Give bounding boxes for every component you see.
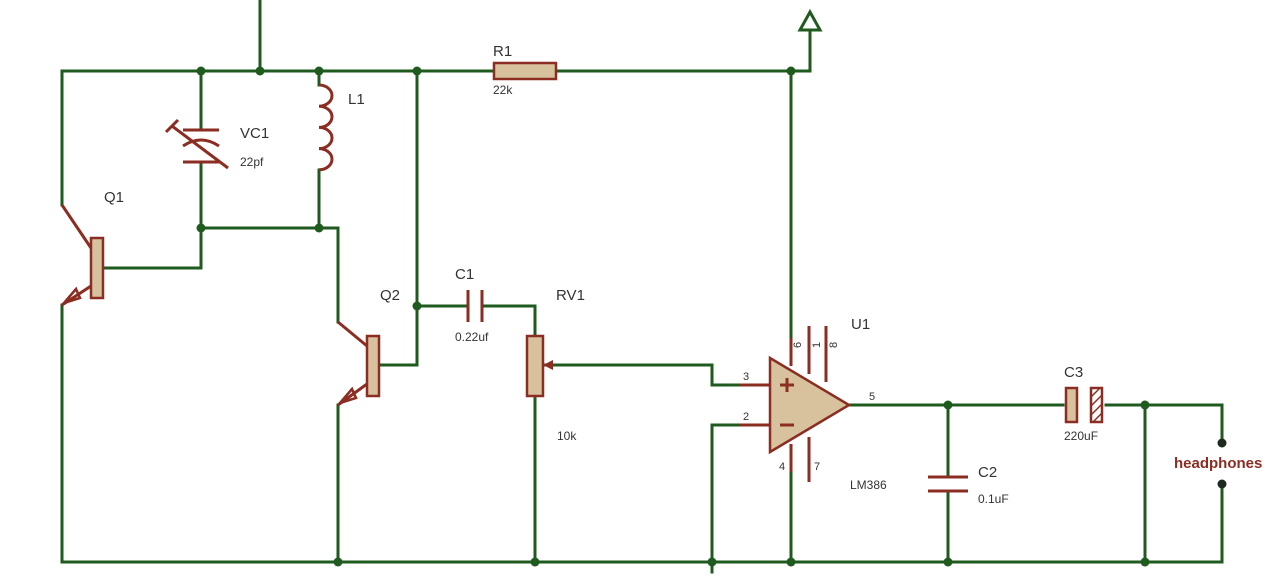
q1-emitter-arrow-icon <box>60 286 82 306</box>
u1-pin4-number: 4 <box>779 461 785 473</box>
c2-capacitor: C2 0.1uF <box>928 464 1009 506</box>
u1-pin8-number: 8 <box>828 342 840 348</box>
l1-coil <box>318 83 334 172</box>
junction-dot <box>943 557 953 567</box>
junction-dot <box>1140 400 1150 410</box>
r1-resistor: R1 22k <box>492 43 558 97</box>
c3-hatch <box>1092 412 1103 423</box>
junction-dot <box>255 66 265 76</box>
c2-value: 0.1uF <box>978 492 1009 506</box>
c3-hatch <box>1090 394 1103 407</box>
r1-body <box>492 61 558 81</box>
q2-transistor: Q2 <box>336 287 400 407</box>
c3-plate-left <box>1064 386 1079 424</box>
c3-hatch <box>1090 387 1101 398</box>
u1-pin2-number: 2 <box>743 411 749 423</box>
c1-value: 0.22uf <box>455 330 489 344</box>
junction-dot <box>196 223 206 233</box>
c3-label: C3 <box>1064 364 1083 381</box>
junction-dot <box>314 66 324 76</box>
u1-pin1-number: 1 <box>811 342 823 348</box>
rv1-body <box>525 334 545 398</box>
q1-base-bar <box>89 236 105 300</box>
vc1-plate-curve <box>182 138 220 148</box>
r1-value: 22k <box>493 83 513 97</box>
supply-arrow-icon <box>797 8 823 32</box>
junction-dot <box>196 66 206 76</box>
q2-emitter-arrow-icon <box>336 386 358 406</box>
pin2-ground-wire <box>710 423 772 574</box>
junction-dot <box>707 557 717 567</box>
rv1-wiper-arrow-icon <box>543 360 553 370</box>
headphones-label: headphones <box>1174 455 1262 472</box>
q1-label: Q1 <box>104 189 124 206</box>
c2-label: C2 <box>978 464 997 481</box>
r1-label: R1 <box>493 43 512 60</box>
q2-collector-lead <box>337 320 368 348</box>
rv1-potentiometer: RV1 10k <box>525 287 585 443</box>
junction-dot <box>786 66 796 76</box>
c3-capacitor: C3 220uF <box>1064 364 1104 443</box>
u1-part-number: LM386 <box>850 478 887 492</box>
rv1-value: 10k <box>557 429 577 443</box>
u1-pin7-number: 7 <box>814 461 820 473</box>
vc1-variable-capacitor: VC1 22pf <box>164 118 269 170</box>
junction-dot <box>412 301 422 311</box>
junction-dot <box>333 557 343 567</box>
junction-dot <box>530 557 540 567</box>
junction-dot <box>1140 557 1150 567</box>
rv1-label: RV1 <box>556 287 585 304</box>
q2-base-bar <box>365 334 381 398</box>
headphones-terminal-bottom <box>1217 479 1227 489</box>
u1-pin5-number: 5 <box>869 391 875 403</box>
junctions <box>196 66 1150 567</box>
wiper-to-pin3-wire <box>543 363 772 387</box>
junction-dot <box>943 400 953 410</box>
c1-label: C1 <box>455 266 474 283</box>
u1-pin6-number: 6 <box>792 342 804 348</box>
vc1-value: 22pf <box>240 155 264 169</box>
headphones-output: headphones <box>1174 438 1262 489</box>
wires <box>60 0 1224 574</box>
l1-inductor: L1 <box>318 83 365 172</box>
junction-dot <box>786 557 796 567</box>
q1-transistor: Q1 <box>60 189 124 307</box>
vc1-label: VC1 <box>240 125 269 142</box>
u1-pin3-number: 3 <box>743 371 749 383</box>
l1-label: L1 <box>348 91 365 108</box>
headphones-terminal-top <box>1217 438 1227 448</box>
u1-triangle <box>768 355 852 455</box>
c1-capacitor: C1 0.22uf <box>455 266 489 344</box>
q2-label: Q2 <box>380 287 400 304</box>
c3-hatch <box>1090 403 1103 416</box>
vc1-adjust-arrow-icon <box>171 124 229 170</box>
c3-value: 220uF <box>1064 429 1098 443</box>
q1-collector-lead <box>60 204 93 249</box>
u1-label: U1 <box>851 316 870 333</box>
vc1-adjust-tick <box>164 118 180 134</box>
junction-dot <box>314 223 324 233</box>
junction-dot <box>412 66 422 76</box>
u1-opamp: 3 2 5 6 1 8 4 7 U1 LM386 <box>740 316 887 492</box>
